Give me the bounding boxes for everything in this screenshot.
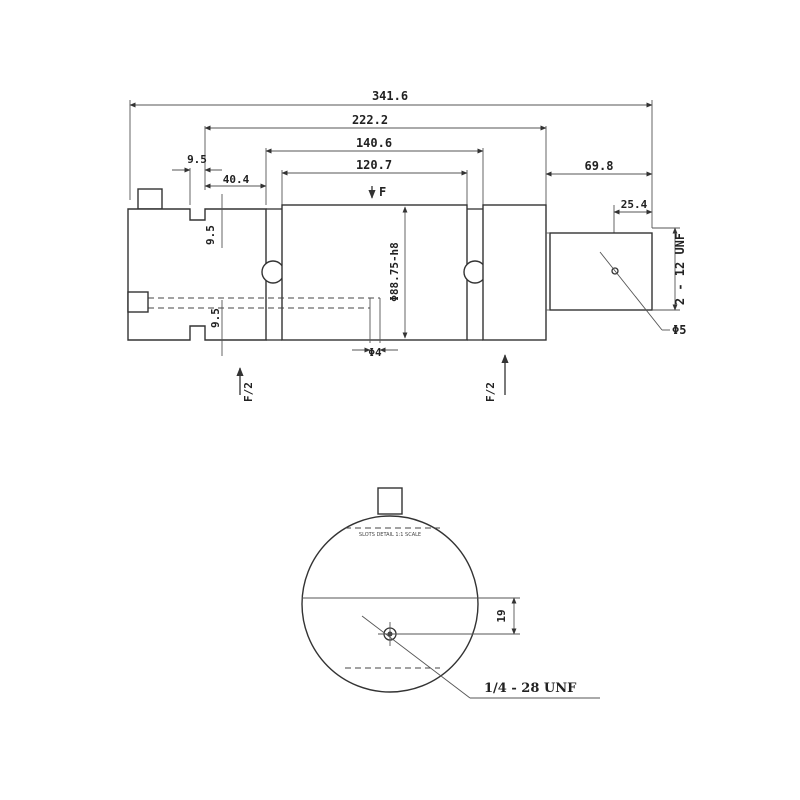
side-thread-label: 1/4 - 28 UNF bbox=[484, 681, 577, 696]
left-end-block bbox=[127, 208, 267, 341]
threaded-extension bbox=[549, 232, 653, 311]
right-end-block bbox=[482, 204, 547, 341]
support-left-label: F/2 bbox=[242, 382, 255, 402]
dimension-left-offset-label: 40.4 bbox=[223, 173, 250, 186]
support-left: F/2 bbox=[236, 367, 255, 402]
dimension-left-gap: 9.5 bbox=[172, 153, 222, 205]
side-dimension-label: 19 bbox=[495, 609, 508, 622]
dimension-mid: 222.2 bbox=[204, 113, 547, 205]
dimension-right-ext-label: 69.8 bbox=[585, 159, 614, 173]
dimension-span-label: 140.6 bbox=[356, 136, 392, 150]
connector-stub bbox=[137, 188, 163, 210]
dimension-overall: 341.6 bbox=[129, 89, 653, 228]
dimension-left-gap-label: 9.5 bbox=[187, 153, 207, 166]
front-view: 341.6 222.2 140.6 120.7 9.5 bbox=[127, 89, 687, 402]
dimension-center-label: 120.7 bbox=[356, 158, 392, 172]
slot-depth-bottom-label: 9.5 bbox=[209, 308, 222, 328]
hole-right-label: Φ5 bbox=[672, 323, 686, 337]
side-connector-stub bbox=[377, 487, 403, 515]
thread-right-label: 2 - 12 UNF bbox=[673, 233, 687, 305]
cable-exit bbox=[127, 291, 149, 313]
side-body-circle bbox=[301, 515, 479, 693]
support-right-label: F/2 bbox=[484, 382, 497, 402]
dimension-span: 140.6 bbox=[265, 136, 484, 205]
side-view: SLOTS DETAIL 1:1 SCALE 19 1/4 - 28 UNF bbox=[301, 487, 600, 699]
slot-depth-top-label: 9.5 bbox=[204, 225, 217, 245]
dimension-left-offset: 40.4 bbox=[204, 173, 267, 189]
dimension-right-inner-label: 25.4 bbox=[621, 198, 648, 211]
bottom-hole-label: Φ4 bbox=[368, 346, 382, 359]
dimension-mid-label: 222.2 bbox=[352, 113, 388, 127]
force-label: F bbox=[379, 185, 386, 199]
support-right: F/2 bbox=[484, 354, 509, 402]
dimension-center: 120.7 bbox=[281, 158, 468, 205]
dimension-right-ext: 69.8 bbox=[545, 159, 653, 177]
side-top-label: SLOTS DETAIL 1:1 SCALE bbox=[359, 532, 421, 538]
dimension-overall-label: 341.6 bbox=[372, 89, 408, 103]
diameter-vertical-label: Φ88.75-h8 bbox=[388, 242, 401, 302]
center-body bbox=[281, 204, 468, 341]
left-pin bbox=[261, 260, 285, 284]
hole-right bbox=[611, 267, 619, 275]
